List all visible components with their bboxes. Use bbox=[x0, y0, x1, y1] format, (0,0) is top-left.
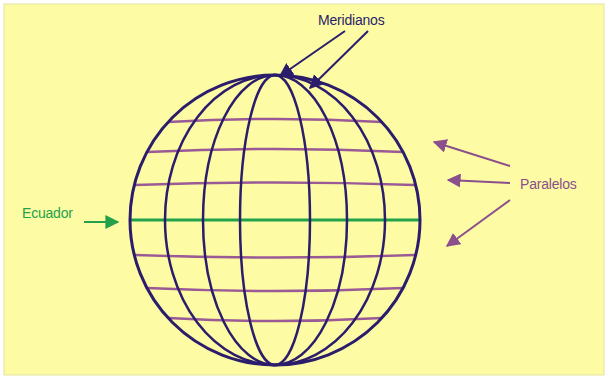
meridian-line bbox=[203, 75, 347, 365]
leader-arrow bbox=[84, 221, 118, 223]
pointer-arrows bbox=[84, 31, 510, 246]
parallel-line bbox=[135, 183, 415, 186]
leader-arrow bbox=[448, 180, 510, 183]
leader-arrow bbox=[280, 31, 345, 76]
parallel-line bbox=[135, 255, 415, 258]
meridian-lines bbox=[165, 75, 385, 365]
parallel-line bbox=[168, 318, 382, 321]
meridian-label: Meridianos bbox=[318, 12, 384, 28]
leader-arrow bbox=[447, 200, 510, 246]
background-panel bbox=[4, 4, 604, 375]
equator-label: Ecuador bbox=[22, 205, 73, 221]
leader-arrow bbox=[310, 31, 368, 88]
parallel-label: Paralelos bbox=[520, 176, 577, 192]
parallel-line bbox=[147, 288, 403, 291]
equator-line bbox=[130, 219, 420, 222]
leader-arrow bbox=[434, 142, 510, 166]
meridian-line bbox=[240, 75, 310, 365]
parallel-line bbox=[168, 119, 382, 122]
meridian-line bbox=[165, 75, 385, 365]
globe-outline bbox=[130, 75, 420, 365]
parallel-line bbox=[147, 149, 403, 152]
